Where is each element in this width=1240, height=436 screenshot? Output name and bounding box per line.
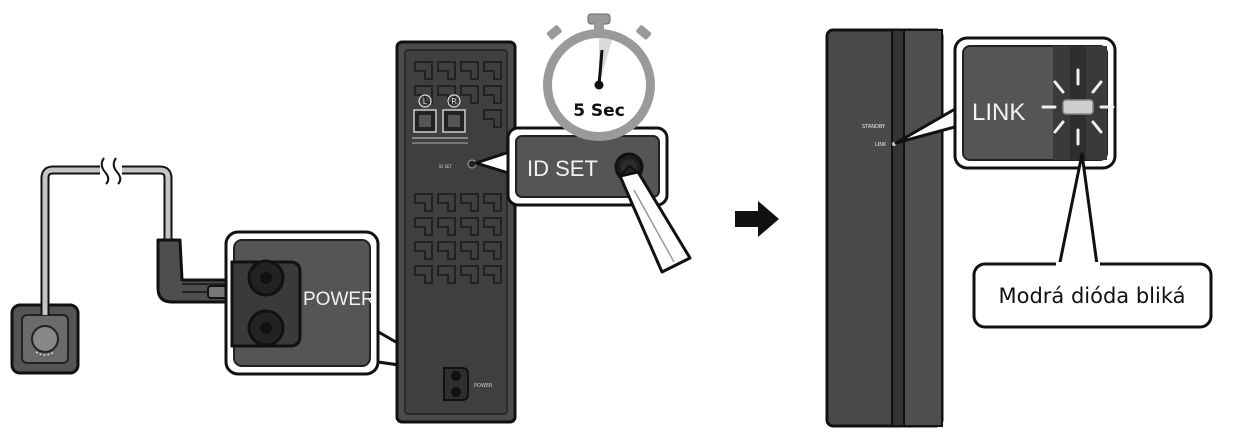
status-caption: Modrá dióda bliká [998, 284, 1185, 308]
subwoofer-rear-panel: L R ID SET POWER [395, 40, 517, 424]
vent-slot [414, 241, 433, 260]
link-led-blinking-icon [1041, 68, 1115, 146]
vent-slot [460, 265, 479, 284]
vent-slot [460, 85, 479, 104]
link-callout: LINK [894, 36, 1117, 170]
vent-slot [460, 217, 479, 236]
vent-slot [483, 109, 502, 128]
standby-small-label: STANDBY [862, 124, 886, 130]
vent-slot [414, 265, 433, 284]
vent-slot [460, 61, 479, 80]
vent-slot [414, 217, 433, 236]
power-small-label: POWER [474, 383, 493, 389]
vent-slot [437, 61, 456, 80]
pen-icon [617, 164, 692, 274]
caption-pointer [1056, 152, 1100, 274]
timer-label: 5 Sec [573, 101, 625, 121]
power-callout: POWER [224, 230, 450, 376]
vent-slot [414, 61, 433, 80]
vent-slot [437, 241, 456, 260]
id-set-small-button[interactable] [467, 159, 477, 169]
optical-port-left: L [413, 94, 437, 133]
vent-slot [483, 265, 502, 284]
port-right-label: R [451, 97, 457, 106]
vent-slot [460, 193, 479, 212]
link-callout-label: LINK [972, 99, 1025, 126]
vent-grid [414, 61, 502, 284]
id-set-small-label: ID SET [439, 164, 453, 169]
port-left-label: L [423, 97, 428, 106]
vent-slot [414, 85, 433, 104]
power-inlet [443, 367, 469, 401]
id-set-callout-label: ID SET [527, 156, 598, 181]
vent-slot [483, 61, 502, 80]
power-cable [40, 157, 173, 315]
next-step-arrow-icon [735, 201, 779, 237]
status-caption-box: Modrá dióda bliká [972, 262, 1213, 329]
vent-slot [460, 241, 479, 260]
stopwatch-icon: 5 Sec [543, 13, 655, 141]
power-callout-label: POWER [303, 289, 375, 310]
vent-slot [483, 193, 502, 212]
wall-outlet [10, 303, 80, 375]
link-small-label: LINK [875, 142, 887, 148]
vent-slot [437, 217, 456, 236]
speaker-side-view: STANDBY LINK [825, 28, 944, 428]
vent-slot [437, 193, 456, 212]
vent-slot [483, 85, 502, 104]
vent-slot [437, 265, 456, 284]
vent-slot [483, 217, 502, 236]
vent-slot [414, 193, 433, 212]
vent-slot [483, 241, 502, 260]
optical-port-right: R [442, 94, 466, 133]
power-socket-icon [230, 259, 302, 348]
